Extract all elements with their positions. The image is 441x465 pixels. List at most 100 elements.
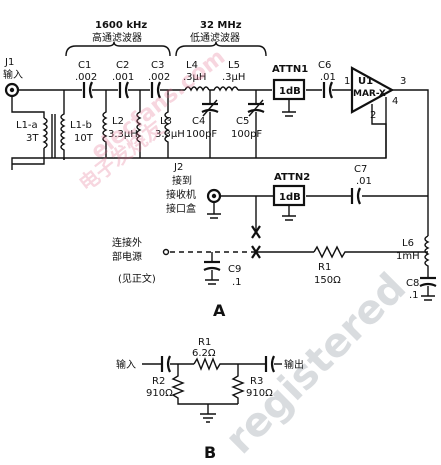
caption-b: B <box>204 443 216 462</box>
l3-aux-coil <box>164 90 170 158</box>
j2-line2: 接收机 <box>166 188 196 201</box>
c4-id: C4 <box>192 116 205 127</box>
c8-ground <box>421 286 435 301</box>
b-output-capacitor <box>264 355 275 373</box>
b-output-label: 输出 <box>284 358 304 371</box>
c8-id: C8 <box>406 278 419 289</box>
l1b-coil <box>60 90 66 160</box>
b-r1-id: R1 <box>198 337 211 348</box>
b-r3-resistor <box>231 364 245 404</box>
c4-val: 100pF <box>186 129 217 140</box>
c2-id: C2 <box>116 60 129 71</box>
c1-val: .002 <box>75 72 97 83</box>
j1-label: 输入 <box>3 68 23 81</box>
ext-power-line1: 连接外 <box>112 236 142 249</box>
c5-id: C5 <box>236 116 249 127</box>
l4-val: .3μH <box>183 72 206 83</box>
c3-capacitor <box>150 81 161 99</box>
c5-val: 100pF <box>231 129 262 140</box>
b-r3-id: R3 <box>250 376 263 387</box>
l2-inductor <box>102 90 108 158</box>
c6-capacitor <box>322 81 333 99</box>
lpf-freq-label: 32 MHz <box>200 20 242 31</box>
ext-power-line2: 部电源 <box>112 250 142 263</box>
b-r2-resistor <box>171 364 238 405</box>
j2-line3: 接口盒 <box>166 202 196 215</box>
l1a-id: L1-a <box>16 120 38 131</box>
j2-line1: 接到 <box>172 174 192 187</box>
receiver-junction-mark-2 <box>251 225 261 239</box>
circuit-a: 1600 kHz 高通滤波器 32 MHz 低通滤波器 J1 输入 L1-a 3… <box>3 20 437 320</box>
r1a-id: R1 <box>318 262 331 273</box>
l1a-coil <box>12 117 48 165</box>
hpf-title: 高通滤波器 <box>92 31 142 44</box>
l1a-val: 3T <box>26 133 39 144</box>
c9-id: C9 <box>228 264 241 275</box>
l2-val: 3.3μH <box>108 129 138 140</box>
c7-capacitor <box>350 187 361 205</box>
b-ground <box>200 404 216 423</box>
attn2-id: ATTN2 <box>274 172 310 183</box>
c6-id: C6 <box>318 60 331 71</box>
u1-pin2: 2 <box>370 110 376 121</box>
c7-val: .01 <box>356 176 372 187</box>
u1-part: MAR-X <box>353 89 386 99</box>
b-r1-val: 6.2Ω <box>192 348 216 359</box>
lpf-bracket <box>175 41 267 57</box>
l5-id: L5 <box>228 60 240 71</box>
hpf-freq-label: 1600 kHz <box>95 20 147 31</box>
l3-id: L3 <box>160 116 172 127</box>
c9-capacitor <box>203 260 221 271</box>
c9-val: .1 <box>232 277 242 288</box>
lpf-title: 低通滤波器 <box>190 31 240 44</box>
c3-val: .002 <box>148 72 170 83</box>
l4-id: L4 <box>186 60 198 71</box>
hpf-bracket <box>65 41 171 57</box>
b-input-label: 输入 <box>116 358 136 371</box>
c4-capacitor <box>201 99 219 117</box>
u1-pin4: 4 <box>392 96 398 107</box>
l2-id: L2 <box>112 116 124 127</box>
u1-amplifier <box>350 66 395 114</box>
b-r1-resistor <box>193 357 266 371</box>
l1a-lead <box>11 96 45 118</box>
j2-center <box>211 193 217 199</box>
b-r3-val: 910Ω <box>246 388 273 399</box>
l1-ground-link <box>11 157 64 164</box>
attn1-ground <box>282 99 296 117</box>
r1a-resistor <box>313 245 428 259</box>
b-input-capacitor <box>160 355 171 373</box>
u1-id: U1 <box>358 76 373 87</box>
u1-pin3: 3 <box>400 76 406 87</box>
c1-capacitor <box>82 81 93 99</box>
l6-id: L6 <box>402 238 414 249</box>
c6-val: .01 <box>320 72 336 83</box>
j1-center <box>9 87 15 93</box>
attn2-val: 1dB <box>279 192 301 203</box>
circuit-b: 输入 输出 R1 6.2Ω R2 910Ω R3 910Ω B <box>116 337 304 462</box>
c8-capacitor <box>419 276 437 287</box>
l5-inductor <box>209 86 239 92</box>
attn1-val: 1dB <box>279 86 301 97</box>
attn2-ground <box>282 205 296 221</box>
l3-val: 3.3μH <box>155 129 185 140</box>
u1-output <box>392 89 429 236</box>
l4-inductor <box>184 86 210 92</box>
c5-capacitor <box>247 99 265 117</box>
u1-pin2-ground <box>371 104 387 158</box>
b-r2-id: R2 <box>152 376 165 387</box>
l1b-val: 10T <box>74 133 94 144</box>
c1-id: C1 <box>78 60 91 71</box>
ext-power-terminal <box>162 248 170 256</box>
c9-ground <box>205 270 219 285</box>
r1a-val: 150Ω <box>314 275 341 286</box>
c3-id: C3 <box>151 60 164 71</box>
l5-val: .3μH <box>222 72 245 83</box>
attn1-id: ATTN1 <box>272 64 308 75</box>
j2-id: J2 <box>173 162 183 173</box>
j2-ground <box>207 202 221 219</box>
b-r2-val: 910Ω <box>146 388 173 399</box>
u1-pin1: 1 <box>344 76 350 87</box>
l6-val: 1mH <box>396 251 420 262</box>
